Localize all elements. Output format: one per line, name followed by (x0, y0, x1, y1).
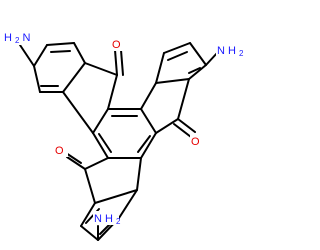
oxygen-label: O (112, 39, 121, 51)
svg-text:N H 2: N H 2 (217, 45, 244, 58)
carbonyl-oxygen-left: O (54, 143, 68, 157)
oxygen-label: O (55, 145, 64, 157)
carbonyl-oxygen-right: O (190, 134, 204, 148)
molecule-structure: O O O H 2 N N H 2 (3, 31, 244, 241)
amine-h-label: H (228, 45, 236, 57)
amine-group-bottom: N H 2 (93, 211, 121, 226)
svg-text:N H 2: N H 2 (94, 213, 121, 226)
amine-n-label: N (217, 45, 225, 57)
amine-subscript: 2 (15, 36, 20, 45)
bonds (19, 42, 219, 241)
amine-n-label: N (94, 213, 102, 225)
oxygen-labels: O O O (54, 37, 204, 157)
amine-group-top-right: N H 2 (216, 43, 244, 58)
carbonyl-oxygen-top: O (111, 37, 125, 51)
amine-subscript: 2 (239, 49, 244, 58)
oxygen-label: O (191, 136, 200, 148)
amine-group-top-left: H 2 N (3, 31, 31, 47)
amine-h-label: H (4, 32, 12, 44)
amine-n-label: N (23, 32, 31, 44)
amine-labels: H 2 N N H 2 N H 2 (3, 31, 244, 226)
amine-h-label: H (105, 213, 113, 225)
amine-subscript: 2 (116, 217, 121, 226)
svg-text:H 2 N: H 2 N (4, 32, 31, 47)
